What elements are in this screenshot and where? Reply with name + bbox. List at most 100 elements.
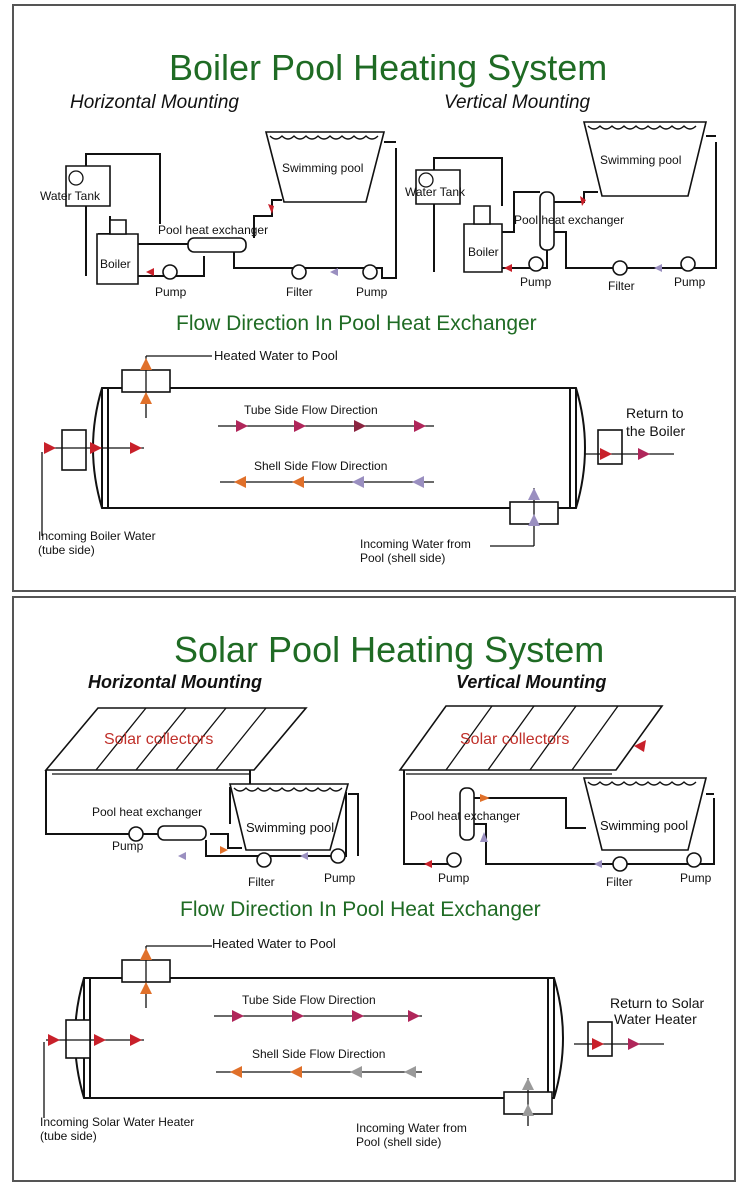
arrow-icon <box>528 488 540 500</box>
solar-panel: Solar Pool Heating System Horizontal Mou… <box>12 596 736 1182</box>
heat-exchanger-h <box>157 825 207 841</box>
filter-label: Filter <box>286 285 313 299</box>
arrow-icon <box>638 448 650 460</box>
boiler-hx-label: Pool heat exchanger <box>158 223 268 237</box>
solar-from-pool-label-2: Pool (shell side) <box>356 1135 441 1149</box>
arrow-icon <box>412 476 424 488</box>
pump-label-2: Pump <box>356 285 388 299</box>
boiler-vertical-label: Vertical Mounting <box>444 92 591 113</box>
float-valve-icon <box>418 172 434 188</box>
arrow-icon <box>354 420 366 432</box>
vertical-swimming-pool <box>582 121 708 197</box>
float-valve-icon <box>68 170 84 186</box>
swimming-pool-h <box>264 131 386 203</box>
boiler-panel: Boiler Pool Heating System Horizontal Mo… <box>12 4 736 592</box>
solar-return-label-1: Return to Solar <box>610 995 704 1011</box>
arrow-icon <box>408 1010 420 1022</box>
arrow-icon <box>236 420 248 432</box>
return-label-1: Return to <box>626 405 684 421</box>
chimney-icon <box>109 219 127 235</box>
boiler-vertical-schematic: Water Tank Boiler Pool heat exchanger Sw… <box>405 121 717 293</box>
boiler-diagram: Boiler Pool Heating System Horizontal Mo… <box>38 47 717 565</box>
solar-vertical-schematic: Solar collectors Pool heat exchanger Swi… <box>398 705 715 889</box>
pump-icon <box>330 848 346 864</box>
boiler-horizontal-label: Horizontal Mounting <box>70 92 239 113</box>
solar-horizontal-label: Horizontal Mounting <box>88 672 262 692</box>
arrow-icon <box>600 448 612 460</box>
filter-icon <box>612 260 628 276</box>
arrow-icon <box>292 1010 304 1022</box>
solar-exchanger-section: Heated Water to Pool Tube Side Flow Dire… <box>40 936 704 1149</box>
solar-return-label-2: Water Heater <box>614 1011 697 1027</box>
solar-diagram: Solar Pool Heating System Horizontal Mou… <box>40 629 715 1149</box>
filter-icon <box>291 264 307 280</box>
arrow-icon <box>528 514 540 526</box>
vertical-solar-filter: Filter <box>606 875 633 889</box>
vertical-collectors-label: Solar collectors <box>460 731 569 748</box>
boiler-title: Boiler Pool Heating System <box>169 47 607 88</box>
arrow-icon <box>300 852 308 860</box>
arrow-icon <box>628 1038 640 1050</box>
vertical-pump-label-2: Pump <box>674 275 706 289</box>
arrow-icon <box>48 1034 60 1046</box>
solar-incoming-label-2: (tube side) <box>40 1129 97 1143</box>
arrow-icon <box>592 1038 604 1050</box>
from-pool-label-2: Pool (shell side) <box>360 551 445 565</box>
arrow-icon <box>94 1034 106 1046</box>
return-nozzle <box>597 429 623 465</box>
arrow-icon <box>234 476 246 488</box>
pump-icon <box>446 852 462 868</box>
tube-side-label: Tube Side Flow Direction <box>244 403 378 417</box>
arrow-icon <box>294 420 306 432</box>
solar-flow-title: Flow Direction In Pool Heat Exchanger <box>180 898 541 921</box>
solar-pump-label-2: Pump <box>324 871 356 885</box>
solar-vertical-label: Vertical Mounting <box>456 672 606 692</box>
arrow-icon <box>130 442 142 454</box>
arrow-icon <box>292 476 304 488</box>
arrow-icon <box>480 832 488 842</box>
vertical-solar-pump-2: Pump <box>680 871 712 885</box>
pump-icon <box>686 852 702 868</box>
heated-water-label: Heated Water to Pool <box>214 348 338 363</box>
arrow-icon <box>268 204 274 214</box>
arrow-icon <box>232 1010 244 1022</box>
vertical-solar-pool <box>582 777 708 851</box>
water-tank-label: Water Tank <box>40 189 101 203</box>
solar-tube-side-label: Tube Side Flow Direction <box>242 993 376 1007</box>
boiler-exchanger-section: Heated Water to Pool Tube Side Flow Dire… <box>38 348 685 565</box>
arrow-icon <box>146 268 154 276</box>
arrow-icon <box>504 264 512 272</box>
arrow-icon <box>290 1066 302 1078</box>
vertical-solar-pump-1: Pump <box>438 871 470 885</box>
solar-incoming-label-1: Incoming Solar Water Heater <box>40 1115 194 1129</box>
inlet-nozzle <box>61 429 87 471</box>
inlet-nozzle <box>65 1019 91 1059</box>
pump-icon <box>528 256 544 272</box>
arrow-icon <box>130 1034 142 1046</box>
pump-label-1: Pump <box>155 285 187 299</box>
solar-heated-water-label: Heated Water to Pool <box>212 936 336 951</box>
incoming-label-1: Incoming Boiler Water <box>38 529 156 543</box>
arrow-icon <box>140 392 152 404</box>
arrow-icon <box>654 264 662 272</box>
solar-collector-panel <box>398 705 664 771</box>
shell-side-label: Shell Side Flow Direction <box>254 459 387 473</box>
vertical-boiler-label: Boiler <box>468 245 499 259</box>
arrow-icon <box>140 982 152 994</box>
solar-swimming-pool <box>228 783 350 851</box>
return-nozzle <box>587 1021 613 1057</box>
solar-collector-panel <box>44 707 308 771</box>
arrow-icon <box>90 442 102 454</box>
heat-exchanger-h <box>187 237 247 253</box>
vertical-hx-label: Pool heat exchanger <box>514 213 624 227</box>
chimney-icon <box>473 205 491 225</box>
vertical-filter-label: Filter <box>608 279 635 293</box>
arrow-icon <box>414 420 426 432</box>
arrow-icon <box>140 358 152 370</box>
solar-hx-label: Pool heat exchanger <box>92 805 202 819</box>
arrow-icon <box>522 1104 534 1116</box>
arrow-icon <box>594 860 602 868</box>
arrow-icon <box>424 860 432 868</box>
arrow-icon <box>522 1078 534 1090</box>
heat-exchanger-v <box>459 787 475 841</box>
